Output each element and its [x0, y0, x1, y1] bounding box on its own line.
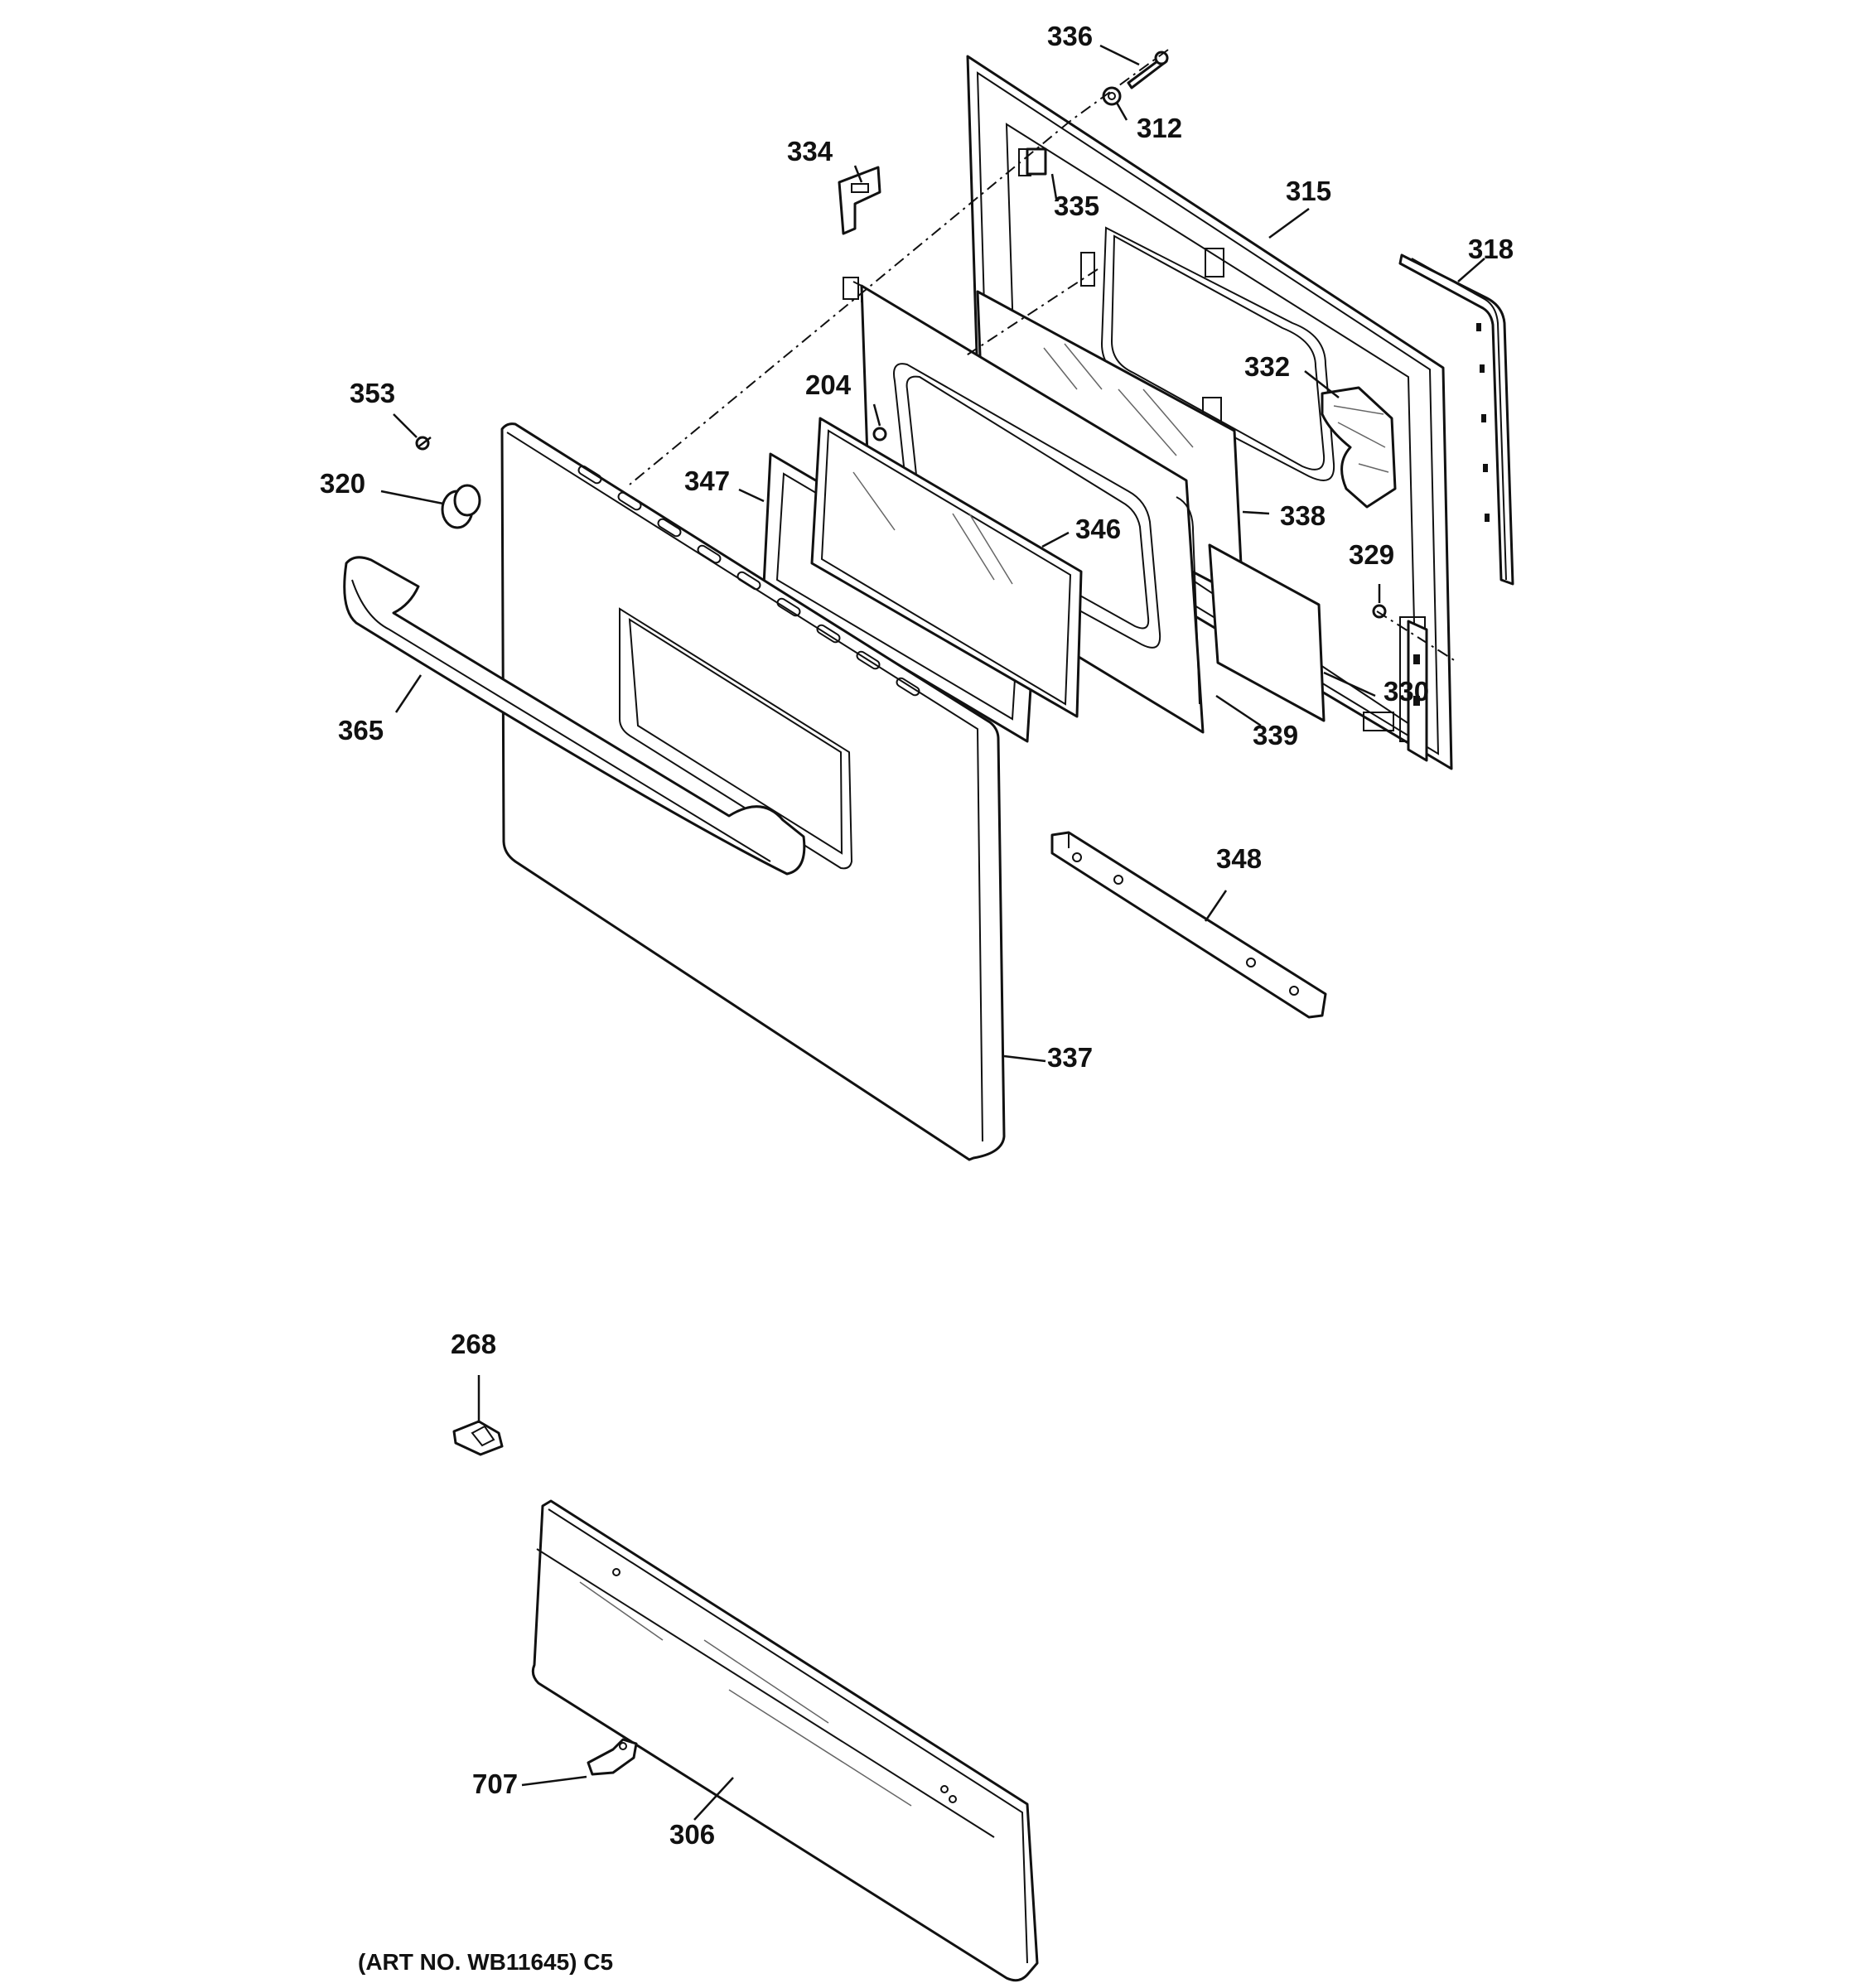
label-348: 348 [1216, 843, 1262, 874]
label-318: 318 [1468, 234, 1514, 264]
clip-335 [1026, 147, 1047, 176]
trim-strip-348 [1050, 831, 1327, 1019]
bumper-320 [441, 484, 481, 529]
label-336: 336 [1047, 21, 1093, 51]
label-329: 329 [1349, 539, 1394, 570]
label-332: 332 [1244, 351, 1290, 382]
assembly-line-1 [1070, 49, 1169, 122]
insulation-332 [1321, 386, 1397, 509]
label-338: 338 [1280, 500, 1326, 531]
front-glass-346 [810, 417, 1083, 718]
leader-lines [380, 44, 1485, 1821]
label-268: 268 [451, 1329, 496, 1359]
drawer-front-306 [531, 1499, 1039, 1982]
screw-336 [1127, 51, 1169, 89]
label-339: 339 [1253, 720, 1298, 750]
label-334: 334 [787, 136, 833, 166]
label-312: 312 [1137, 113, 1182, 143]
label-707: 707 [472, 1768, 518, 1799]
label-306: 306 [669, 1819, 715, 1850]
label-315: 315 [1286, 176, 1331, 206]
screw-353 [415, 436, 432, 451]
bracket-707 [587, 1738, 638, 1776]
door-handle-365 [343, 556, 806, 876]
label-365: 365 [338, 715, 384, 746]
label-335: 335 [1054, 191, 1099, 221]
shield-339 [1208, 543, 1326, 722]
hinge-330 [1407, 620, 1428, 762]
label-320: 320 [320, 468, 365, 499]
label-337: 337 [1047, 1042, 1093, 1073]
label-347: 347 [684, 466, 730, 496]
door-gasket-318 [1398, 253, 1514, 586]
label-346: 346 [1075, 514, 1121, 544]
label-204: 204 [805, 369, 852, 400]
screw-204 [872, 427, 887, 442]
label-330: 330 [1384, 676, 1429, 707]
spacer-312 [1102, 86, 1122, 106]
outer-door-337 [500, 422, 1006, 1161]
label-353: 353 [350, 378, 395, 408]
art-number: (ART NO. WB11645) C5 [358, 1949, 613, 1975]
assembly-line-4 [1376, 610, 1459, 663]
assembly-line-3 [964, 268, 1099, 357]
clip-334 [838, 166, 881, 235]
clip-268 [452, 1420, 504, 1456]
